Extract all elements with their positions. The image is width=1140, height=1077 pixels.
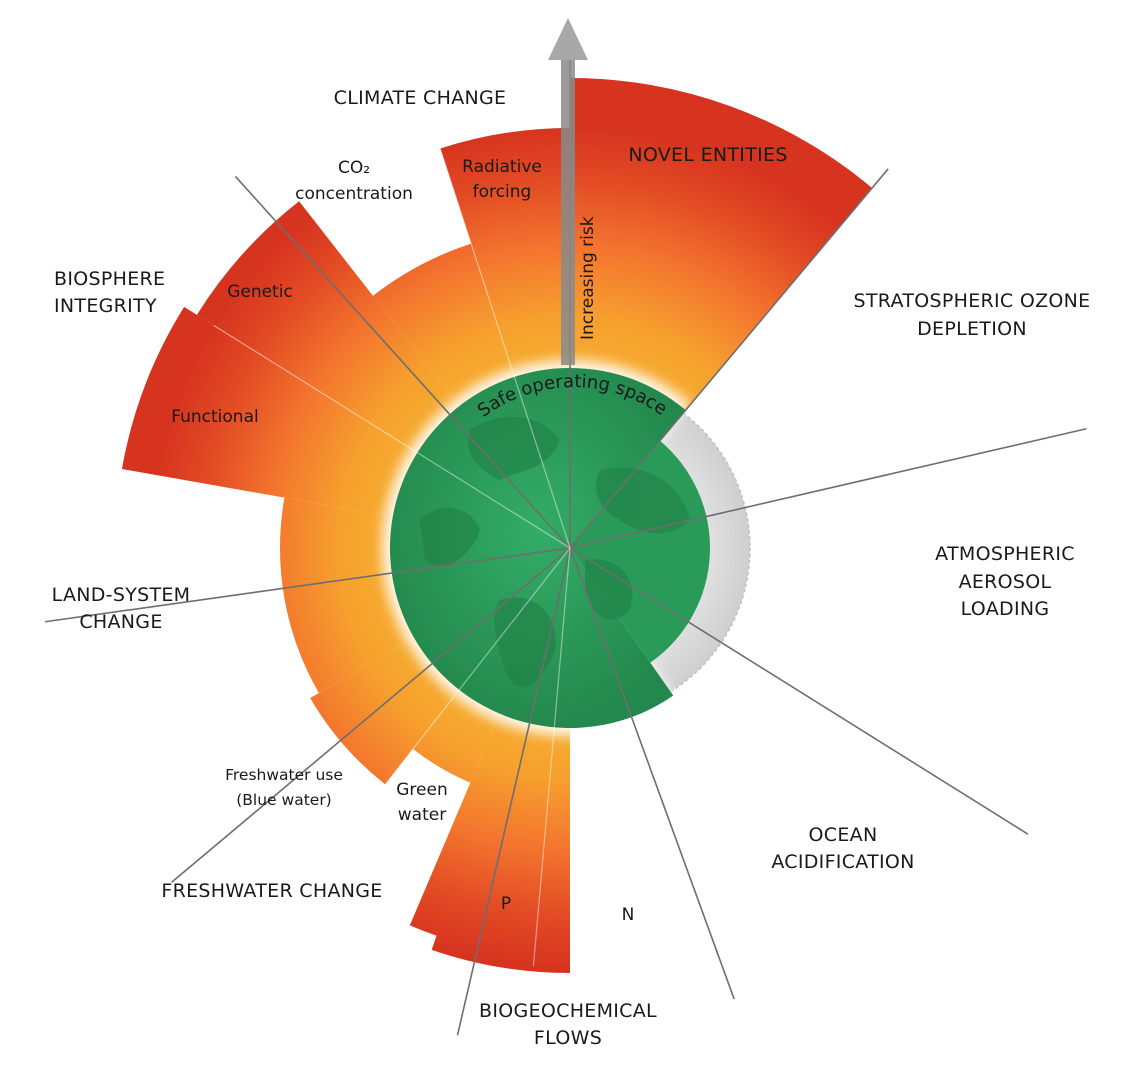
p-label: P [501, 894, 511, 914]
increasing-risk-arrow: Increasing risk [548, 18, 598, 365]
green-water-label-1: Green [396, 780, 447, 800]
wedge-nitrogen [431, 689, 570, 973]
divider-line [171, 547, 571, 883]
freshwater-change-label: FRESHWATER CHANGE [161, 880, 382, 902]
biogeochemical-flows-label-2: FLOWS [534, 1027, 602, 1049]
atmospheric-aerosol-label-2: AEROSOL [959, 571, 1052, 593]
divider-line [569, 547, 1029, 835]
functional-label: Functional [171, 407, 258, 427]
divider-line [569, 168, 889, 549]
divider-line [45, 547, 571, 623]
atmospheric-aerosol-label-3: LOADING [961, 598, 1050, 620]
land-system-change-label-2: CHANGE [79, 611, 162, 633]
divider-line [569, 547, 735, 1000]
sub-divider-line [439, 148, 571, 549]
co2-label-2: concentration [295, 184, 413, 204]
divider-line [234, 175, 571, 549]
land-system-change-label-1: LAND-SYSTEM [52, 584, 191, 606]
n-label: N [622, 905, 635, 925]
sub-divider-line [532, 547, 571, 967]
divider-line [456, 547, 571, 1036]
green-water-label-2: water [398, 805, 446, 825]
sub-divider-line [213, 324, 571, 549]
radiative-label-2: forcing [473, 182, 532, 202]
co2-label-1: CO₂ [338, 158, 370, 178]
increasing-risk-label: Increasing risk [578, 216, 598, 340]
wedge-genetic [196, 201, 478, 469]
genetic-label: Genetic [227, 282, 293, 302]
ocean-acidification-label-1: OCEAN [809, 824, 878, 846]
wedge-functional [121, 306, 443, 522]
stratospheric-ozone-label-2: DEPLETION [917, 318, 1027, 340]
climate-change-label: CLIMATE CHANGE [334, 87, 507, 109]
blue-water-label-1: Freshwater use [225, 766, 343, 784]
sub-divider-line [310, 547, 571, 880]
novel-entities-label: NOVEL ENTITIES [628, 144, 787, 166]
blue-water-label-2: (Blue water) [236, 791, 331, 809]
boundary-wedges [121, 78, 873, 973]
biosphere-integrity-label-2: INTEGRITY [54, 295, 157, 317]
divider-line [569, 427, 1087, 549]
biogeochemical-flows-label-1: BIOGEOCHEMICAL [479, 1000, 657, 1022]
biosphere-integrity-label-1: BIOSPHERE [54, 268, 165, 290]
wedge-radiative-forcing [440, 128, 570, 406]
atmospheric-aerosol-label-1: ATMOSPHERIC [935, 543, 1075, 565]
ocean-acidification-label-2: ACIDIFICATION [771, 851, 914, 873]
wedge-novel-entities [570, 78, 873, 434]
continent-shapes [420, 416, 690, 688]
stratospheric-ozone-label-1: STRATOSPHERIC OZONE [854, 290, 1091, 312]
radiative-label-1: Radiative [462, 157, 542, 177]
